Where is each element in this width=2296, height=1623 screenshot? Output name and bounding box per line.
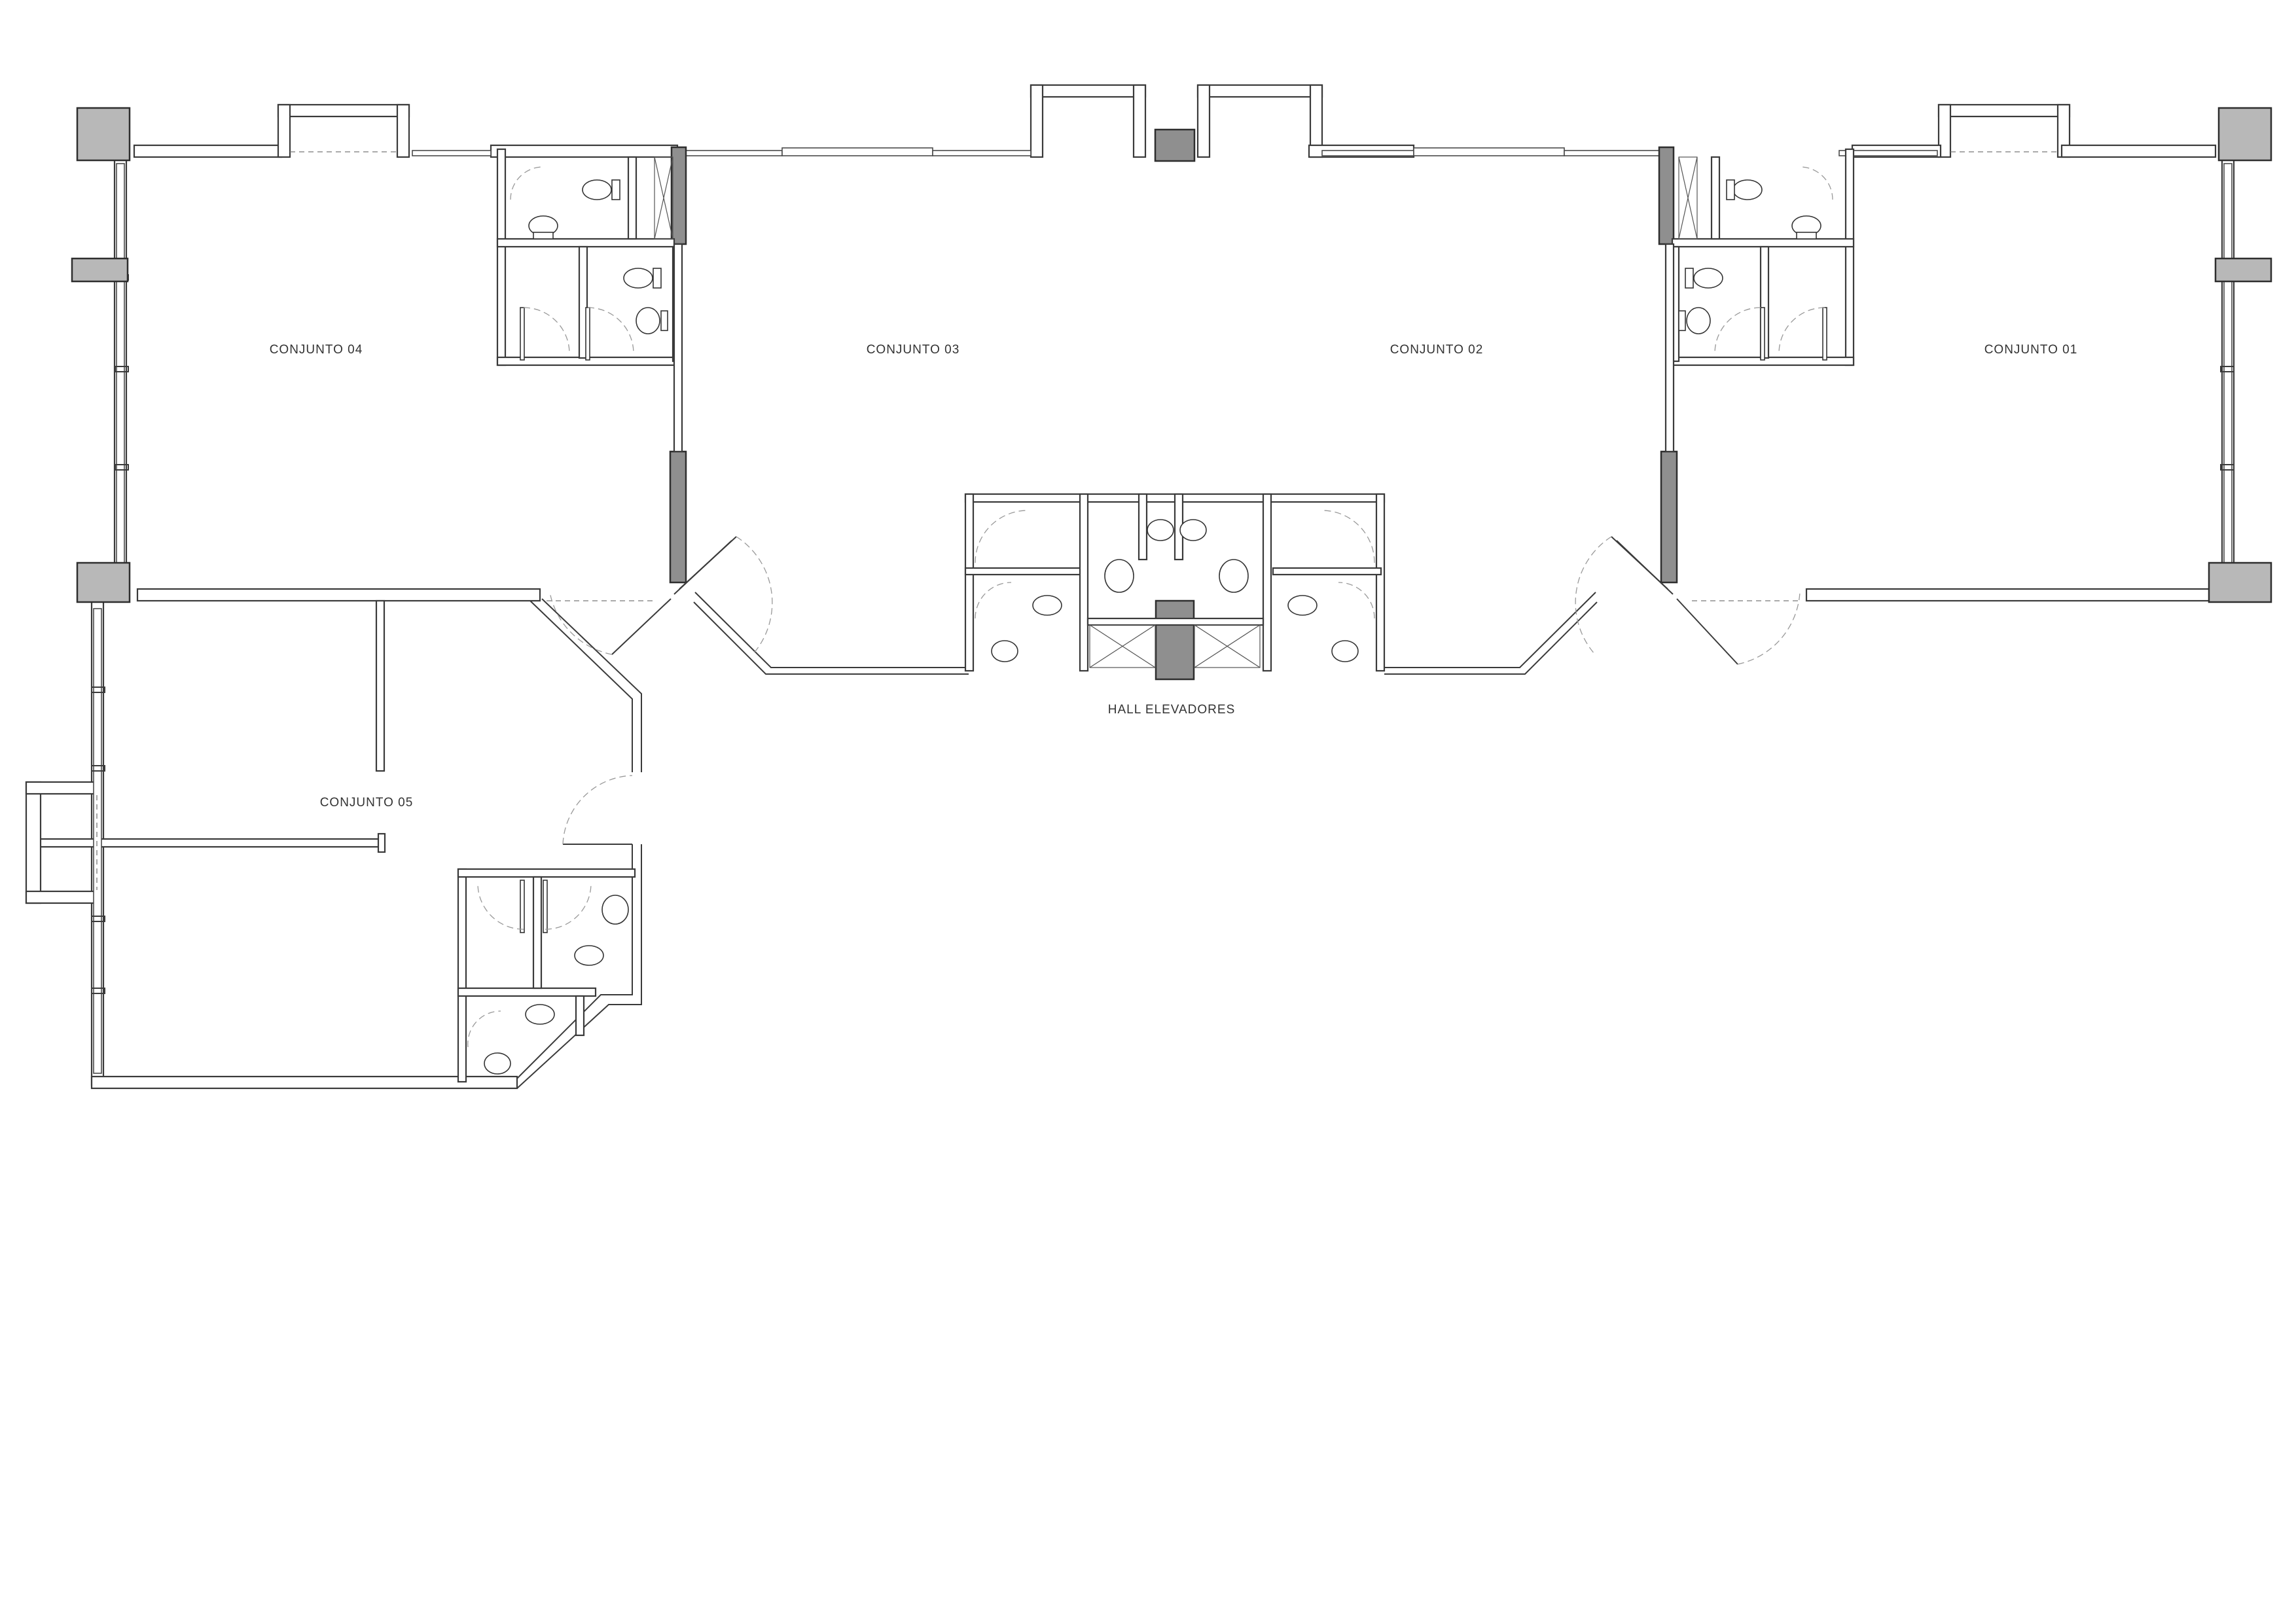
room-labels: CONJUNTO 04 CONJUNTO 03 CONJUNTO 02 CONJ… [270, 343, 2078, 810]
unit-label-04: CONJUNTO 04 [270, 343, 363, 357]
unit-label-03: CONJUNTO 03 [867, 343, 960, 357]
unit-partitions [673, 243, 1675, 453]
restroom-block-05 [457, 868, 636, 1083]
restroom-block-core [964, 493, 1386, 672]
restroom-block-01 [1671, 148, 1855, 366]
structural-columns [71, 107, 2272, 681]
unit-label-01: CONJUNTO 01 [1984, 343, 2078, 357]
entrance-doors [549, 536, 1801, 845]
unit-label-02: CONJUNTO 02 [1390, 343, 1484, 357]
unit-label-05: CONJUNTO 05 [320, 796, 414, 810]
restroom-block-04 [496, 148, 681, 366]
hall-label: HALL ELEVADORES [1108, 703, 1236, 717]
